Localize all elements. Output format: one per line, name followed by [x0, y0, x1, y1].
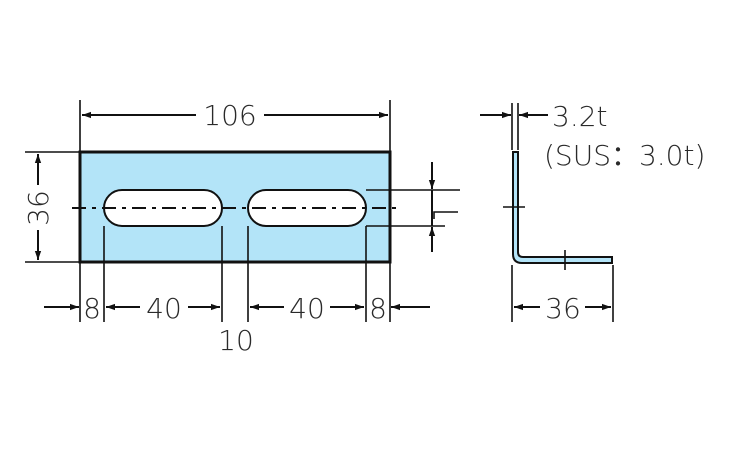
dim-height: 36: [22, 190, 55, 226]
dim-edge-right: 8: [369, 292, 387, 325]
slot-right: [247, 189, 367, 227]
sus-label: (SUS：3.0t): [544, 139, 705, 172]
dim-width: 106: [203, 99, 256, 132]
dim-edge-left: 8: [83, 292, 101, 325]
dim-slot-left: 40: [146, 292, 182, 325]
plate-side: [512, 151, 613, 264]
dim-slot-right: 40: [289, 292, 325, 325]
dim-flange: 36: [545, 292, 581, 325]
dim-gap: 10: [218, 324, 254, 357]
thickness-label: 3.2t: [552, 100, 608, 133]
